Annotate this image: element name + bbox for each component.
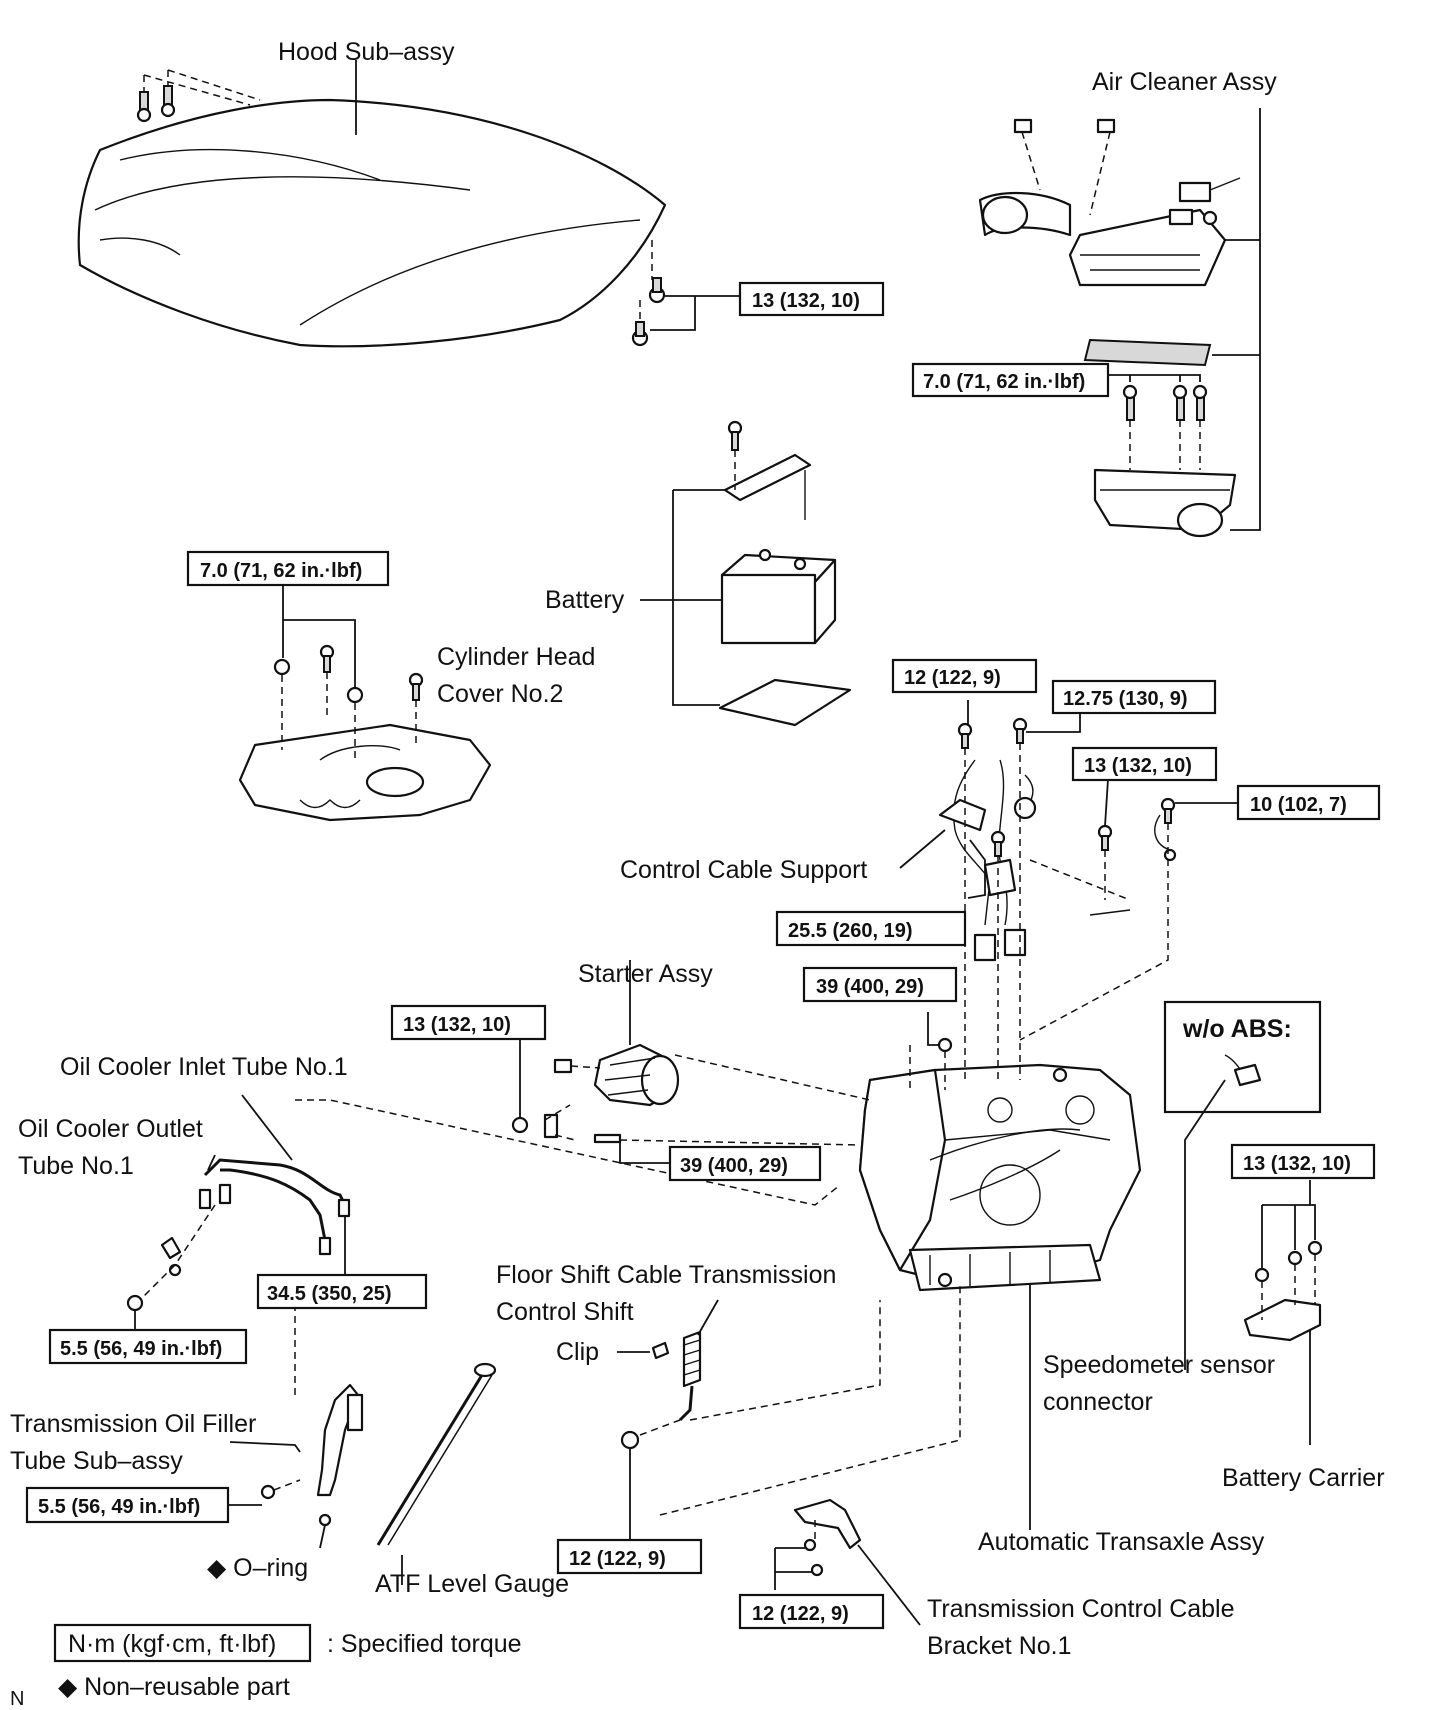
corner-code: N [10,1688,24,1710]
floor-shift-leader [697,1299,719,1336]
label-control-cable-support: Control Cable Support [620,856,867,884]
svg-text:13 (132, 10): 13 (132, 10) [1243,1153,1351,1175]
wo-abs-inset [1163,1000,1322,1370]
battery-leader [640,489,725,706]
svg-text:5.5 (56, 49 in.·lbf): 5.5 (56, 49 in.·lbf) [38,1496,200,1518]
torque-air-cleaner: 7.0 (71, 62 in.·lbf) [911,362,1110,398]
tcc-torque-leader [774,1547,812,1590]
transaxle-bolts [909,717,1176,1090]
label-air-cleaner: Air Cleaner Assy [1092,68,1277,96]
label-oring: ◆ O–ring [207,1554,308,1582]
svg-text:39 (400, 29): 39 (400, 29) [680,1155,788,1177]
svg-text:34.5 (350, 25): 34.5 (350, 25) [267,1283,392,1305]
air-cleaner-torque-leader [1108,374,1201,382]
t39top-leader [927,1012,940,1046]
torque-battery-carrier: 13 (132, 10) [1230,1143,1376,1180]
oc-outlet-leader [207,1154,216,1171]
label-oc-inlet: Oil Cooler Inlet Tube No.1 [60,1053,348,1081]
torque-bracket-12: 12 (122, 9) [738,1593,885,1630]
torque-13-mid: 13 (132, 10) [1071,746,1218,782]
torque-255: 25.5 (260, 19) [775,910,967,947]
floor-shift-cable-part [620,1300,881,1450]
svg-text:12.75 (130, 9): 12.75 (130, 9) [1063,688,1188,710]
label-battery: Battery [545,586,625,614]
filler-leader [229,1441,301,1453]
oring-leader [319,1524,326,1549]
svg-text:12 (122, 9): 12 (122, 9) [904,667,1001,689]
label-starter: Starter Assy [578,960,713,988]
cylinder-head-cover-part [238,644,492,822]
shift-dash-routing [659,1285,961,1516]
torque-1275: 12.75 (130, 9) [1051,679,1217,715]
legend-specified-torque: N·m (kgf·cm, ft·lbf) : Specified torque [53,1623,522,1663]
torque-filler-55: 5.5 (56, 49 in.·lbf) [25,1486,230,1524]
torque-oc-55: 5.5 (56, 49 in.·lbf) [48,1328,248,1365]
torque-starter-39: 39 (400, 29) [668,1145,822,1182]
label-speedo-1: Speedometer sensor [1043,1351,1275,1379]
label-hood: Hood Sub–assy [278,38,455,66]
torque-10: 10 (102, 7) [1236,784,1381,821]
label-cyl-head-1: Cylinder Head [437,643,595,671]
label-tcc-bracket-1: Transmission Control Cable [927,1595,1235,1623]
battery-carrier-part [1243,1240,1323,1342]
torque-starter-13: 13 (132, 10) [390,1004,547,1041]
svg-text:10 (102, 7): 10 (102, 7) [1250,794,1347,816]
legend-unit-box: N·m (kgf·cm, ft·lbf) [68,1630,276,1658]
t255-leader [967,839,986,899]
label-transaxle: Automatic Transaxle Assy [978,1528,1265,1556]
label-battery-carrier: Battery Carrier [1222,1464,1385,1492]
atf-gauge-part [376,1362,497,1546]
label-floor-shift-1: Floor Shift Cable Transmission [496,1261,836,1289]
tcc-bracket-part [793,1498,862,1577]
air-cleaner-leader [1212,108,1261,531]
label-tcc-bracket-2: Bracket No.1 [927,1632,1072,1660]
label-speedo-2: connector [1043,1388,1153,1416]
torque-clip-12: 12 (122, 9) [556,1538,703,1575]
torque-hood: 13 (132, 10) [738,281,885,317]
svg-text:7.0 (71, 62 in.·lbf): 7.0 (71, 62 in.·lbf) [200,560,362,582]
starter-part [511,1043,871,1146]
svg-text:5.5 (56, 49 in.·lbf): 5.5 (56, 49 in.·lbf) [60,1338,222,1360]
torque-oc-345: 34.5 (350, 25) [256,1273,428,1310]
label-wo-abs: w/o ABS: [1182,1015,1292,1043]
oil-cooler-tubes [126,1158,351,1312]
hood-part [77,69,667,348]
label-filler-2: Tube Sub–assy [10,1447,183,1475]
control-cable-support-part [938,759,1177,962]
battery-part [718,420,852,727]
svg-text:12 (122, 9): 12 (122, 9) [569,1548,666,1570]
label-clip: Clip [556,1338,599,1366]
label-atf: ATF Level Gauge [375,1570,569,1598]
oc-dash-routing [295,1099,841,1206]
label-oc-outlet-1: Oil Cooler Outlet [18,1115,203,1143]
battery-carrier-torque-leader [1261,1180,1316,1268]
legend-unit-text: : Specified torque [327,1630,522,1658]
svg-text:12 (122, 9): 12 (122, 9) [752,1603,849,1625]
label-oc-outlet-2: Tube No.1 [18,1152,134,1180]
tcc-bracket-leader [857,1544,921,1626]
torque-cyl-head: 7.0 (71, 62 in.·lbf) [186,550,390,587]
torque-39-top: 39 (400, 29) [802,966,958,1003]
svg-text:39 (400, 29): 39 (400, 29) [816,976,924,998]
starter-torque-leader [519,1038,670,1164]
label-cyl-head-2: Cover No.2 [437,680,563,708]
svg-text:25.5 (260, 19): 25.5 (260, 19) [788,920,913,942]
label-floor-shift-2: Control Shift [496,1298,634,1326]
label-filler-1: Transmission Oil Filler [10,1410,256,1438]
legend-nonreusable: ◆ Non–reusable part [58,1673,290,1701]
torque-12-top: 12 (122, 9) [891,658,1038,694]
svg-text:7.0 (71, 62 in.·lbf): 7.0 (71, 62 in.·lbf) [923,371,1085,393]
t1275-leader [1026,712,1081,733]
ccs-leader [899,829,946,869]
oc-inlet-leader [241,1094,293,1161]
filler-tube-part [260,1383,364,1527]
svg-text:13 (132, 10): 13 (132, 10) [752,290,860,312]
transaxle-part [858,1063,1142,1292]
cylinder-head-torque-leader [282,585,356,688]
svg-text:13 (132, 10): 13 (132, 10) [1084,755,1192,777]
svg-text:13 (132, 10): 13 (132, 10) [403,1014,511,1036]
air-cleaner-part [978,118,1241,538]
hood-torque-leader [650,295,740,331]
